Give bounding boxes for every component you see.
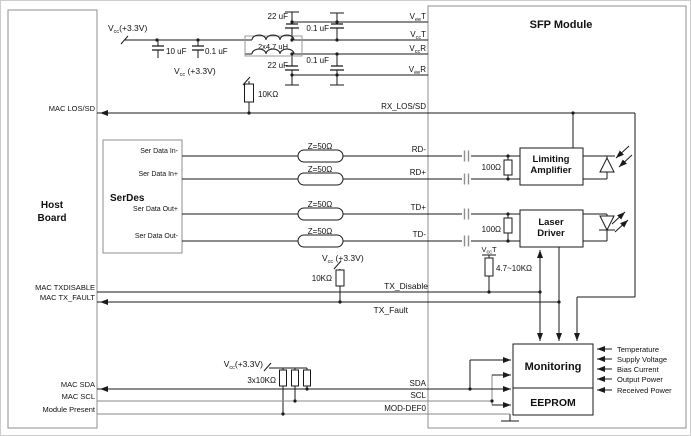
cap-01uf-label: 0.1 uF — [205, 47, 228, 56]
label-mac-los-sd: MAC LOS/SD — [49, 104, 96, 113]
laser-driver-box — [519, 209, 584, 248]
label-module-present: Module Present — [42, 405, 95, 414]
resistor-3x10k-label: 3x10KΩ — [247, 376, 276, 385]
label-mac-txfault: MAC TX_FAULT — [40, 293, 96, 302]
los-pullup-resistor — [244, 83, 254, 103]
limiting-amplifier-box — [519, 147, 584, 186]
limiting-amplifier-label-1: Limiting — [533, 154, 570, 165]
rail-vccr-label: VccR — [409, 44, 426, 55]
emitted-light-arrow — [614, 219, 629, 233]
host-board-title-2: Board — [38, 213, 67, 224]
label-mac-txdisable: MAC TXDISABLE — [35, 283, 95, 292]
monitoring-label: Monitoring — [525, 361, 582, 373]
label-tx-fault: TX_Fault — [374, 305, 409, 315]
label-mod-def0: MOD-DEF0 — [384, 404, 426, 413]
monitor-input-received-power: Received Power — [617, 386, 672, 395]
rail-veet-label: VeeT — [410, 12, 426, 23]
monitor-input-temperature: Temperature — [617, 345, 659, 354]
label-rx-los-sd: RX_LOS/SD — [381, 102, 426, 111]
label-ser-data-in-minus: Ser Data In- — [140, 148, 178, 155]
tx-termination-resistor — [503, 217, 513, 234]
cap-01uf-bottom-label: 0.1 uF — [306, 56, 329, 65]
label-ser-data-in-plus: Ser Data In+ — [139, 171, 179, 178]
emitted-light-arrow — [611, 211, 626, 225]
arrows — [100, 110, 633, 408]
vcc-label-los-pullup: Vcc (+3.3V) — [174, 66, 216, 78]
serdes-box — [102, 139, 183, 254]
z50-label-1: Z=50Ω — [308, 142, 332, 151]
label-sda: SDA — [410, 379, 427, 388]
rail-vcct-label: VccT — [410, 30, 426, 41]
label-ser-data-out-plus: Ser Data Out+ — [133, 206, 178, 213]
label-rd-minus: RD- — [412, 145, 427, 154]
resistor-47-10k-label: 4.7~10KΩ — [496, 264, 532, 273]
cap-10uf-label: 10 uF — [166, 47, 187, 56]
vcc-label-top: Vcc(+3.3V) — [108, 23, 147, 35]
module-pullup-resistor — [484, 257, 494, 277]
vcct-pullup-label: VccT — [481, 245, 497, 256]
limiting-amplifier-label-2: Amplifier — [530, 165, 571, 176]
laser-driver-label-2: Driver — [537, 228, 565, 239]
inductor-symbol — [244, 34, 303, 57]
sfp-module-box — [427, 5, 687, 429]
monitor-input-output-power: Output Power — [617, 375, 663, 384]
cap-01uf-top-label: 0.1 uF — [306, 24, 329, 33]
monitor-input-bias-current: Bias Current — [617, 365, 660, 374]
label-mac-scl: MAC SCL — [62, 392, 95, 401]
serdes-title: SerDes — [110, 193, 145, 204]
cap-22uf-bottom-label: 22 uF — [268, 61, 289, 70]
label-td-minus: TD- — [413, 230, 427, 239]
laser-driver-label-1: Laser — [538, 217, 564, 228]
inductor-label: 2x4.7 uH — [258, 42, 288, 51]
incoming-light-arrow — [615, 145, 630, 159]
capacitor-plates — [152, 23, 344, 71]
host-board-title-1: Host — [41, 200, 64, 211]
junction-dots — [155, 20, 575, 416]
monitoring-eeprom-box — [512, 343, 594, 416]
host-board-box — [7, 9, 98, 429]
eeprom-label: EEPROM — [530, 397, 576, 409]
photodiode-icon — [599, 155, 615, 173]
z50-label-4: Z=50Ω — [308, 227, 332, 236]
label-mac-sda: MAC SDA — [61, 380, 95, 389]
vcc-label-i2c-pullup: Vcc(+3.3V) — [224, 359, 263, 371]
rx-termination-resistor — [503, 159, 513, 176]
label-td-plus: TD+ — [411, 203, 427, 212]
i2c-pullup-resistors — [279, 369, 311, 387]
label-tx-disable: TX_Disable — [384, 281, 428, 291]
resistor-100-tx-label: 100Ω — [482, 225, 501, 234]
resistor-10k-txfault-label: 10KΩ — [312, 274, 332, 283]
rail-veer-label: VeeR — [409, 65, 426, 76]
z50-label-3: Z=50Ω — [308, 200, 332, 209]
transmission-line-symbols — [297, 149, 344, 248]
incoming-light-arrow — [618, 154, 633, 168]
label-rd-plus: RD+ — [410, 168, 427, 177]
z50-label-2: Z=50Ω — [308, 165, 332, 174]
wires — [97, 11, 636, 422]
resistor-100-rx-label: 100Ω — [482, 163, 501, 172]
laser-diode-icon — [599, 215, 615, 232]
resistor-10k-los-label: 10KΩ — [258, 90, 278, 99]
label-ser-data-out-minus: Ser Data Out- — [135, 233, 179, 240]
vcc-label-txfault-pullup: Vcc (+3.3V) — [322, 253, 364, 265]
monitor-input-supply-voltage: Supply Voltage — [617, 355, 667, 364]
sfp-module-title: SFP Module — [530, 19, 593, 31]
cap-22uf-top-label: 22 uF — [268, 12, 289, 21]
coupling-capacitors — [462, 150, 471, 247]
label-scl: SCL — [410, 391, 426, 400]
txfault-pullup-resistor — [335, 269, 345, 287]
